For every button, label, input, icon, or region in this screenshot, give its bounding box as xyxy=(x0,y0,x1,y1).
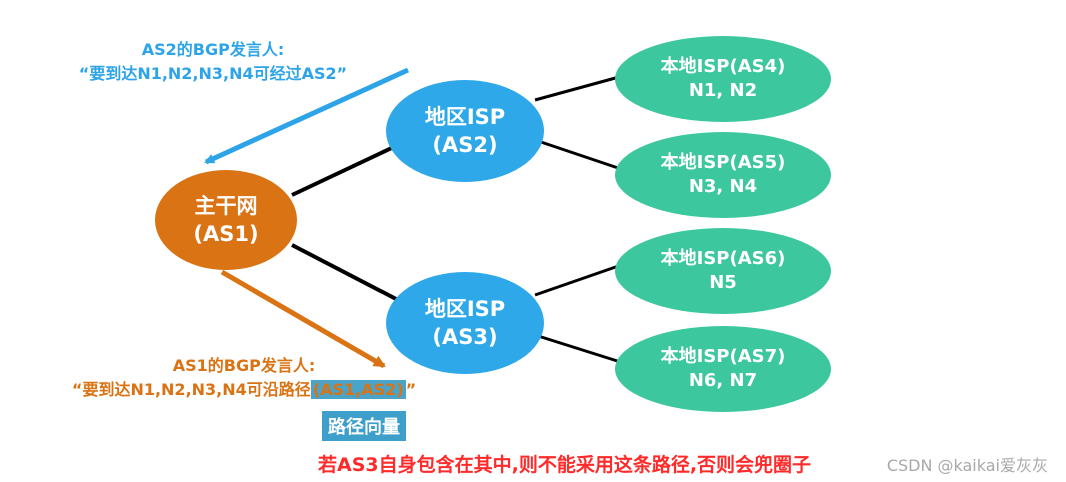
arrow-as2-to-as1 xyxy=(204,67,410,165)
link-as1-as2 xyxy=(291,143,399,197)
node-as7-networks: N6, N7 xyxy=(688,370,758,391)
as1-speaker-message: “要到达N1,N2,N3,N4可沿路径(AS1,AS2)” xyxy=(36,376,452,400)
as2-speaker-note: AS2的BGP发言人: “要到达N1,N2,N3,N4可经过AS2” xyxy=(48,36,378,84)
link-as2-as4 xyxy=(534,72,631,102)
node-backbone-name: 主干网 xyxy=(194,193,258,218)
node-as5-networks: N3, N4 xyxy=(688,176,758,197)
node-regional-as2: 地区ISP (AS2) xyxy=(386,80,544,182)
node-as3-name: 地区ISP xyxy=(424,296,506,321)
as1-speaker-note: AS1的BGP发言人: “要到达N1,N2,N3,N4可沿路径(AS1,AS2)… xyxy=(36,352,452,400)
node-backbone-as1: 主干网 (AS1) xyxy=(155,170,297,270)
link-as1-as3 xyxy=(291,243,399,302)
node-as6-name: 本地ISP(AS6) xyxy=(660,247,786,269)
node-as2-name: 地区ISP xyxy=(424,104,506,129)
node-local-as6: 本地ISP(AS6) N5 xyxy=(615,228,831,314)
node-backbone-as: (AS1) xyxy=(193,222,259,246)
link-as3-as6 xyxy=(534,260,631,297)
node-as4-networks: N1, N2 xyxy=(688,80,758,101)
node-as4-name: 本地ISP(AS4) xyxy=(660,55,786,77)
node-as5-name: 本地ISP(AS5) xyxy=(660,151,786,173)
arrow-as1-to-as3 xyxy=(220,269,386,369)
loop-rule-warning: 若AS3自身包含在其中,则不能采用这条路径,否则会兜圈子 xyxy=(318,454,812,476)
node-local-as7: 本地ISP(AS7) N6, N7 xyxy=(615,326,831,412)
node-as2-as: (AS2) xyxy=(432,133,498,157)
as1-speaker-message-prefix: “要到达N1,N2,N3,N4可沿路径 xyxy=(71,380,311,399)
link-as3-as7 xyxy=(534,333,631,367)
node-as3-as: (AS3) xyxy=(432,325,498,349)
path-vector-label: 路径向量 xyxy=(322,411,406,441)
node-as7-name: 本地ISP(AS7) xyxy=(660,345,786,367)
as1-speaker-message-suffix: ” xyxy=(405,380,417,399)
link-as2-as5 xyxy=(534,138,631,174)
as2-speaker-message: “要到达N1,N2,N3,N4可经过AS2” xyxy=(78,64,348,83)
watermark: CSDN @kaikai爱灰灰 xyxy=(886,456,1048,475)
node-local-as4: 本地ISP(AS4) N1, N2 xyxy=(615,36,831,122)
path-vector-highlight: (AS1,AS2) xyxy=(310,380,406,399)
as1-speaker-title: AS1的BGP发言人: xyxy=(172,356,316,375)
node-regional-as3: 地区ISP (AS3) xyxy=(386,272,544,374)
node-local-as5: 本地ISP(AS5) N3, N4 xyxy=(615,132,831,218)
node-as6-networks: N5 xyxy=(709,272,737,293)
as2-speaker-title: AS2的BGP发言人: xyxy=(141,40,285,59)
